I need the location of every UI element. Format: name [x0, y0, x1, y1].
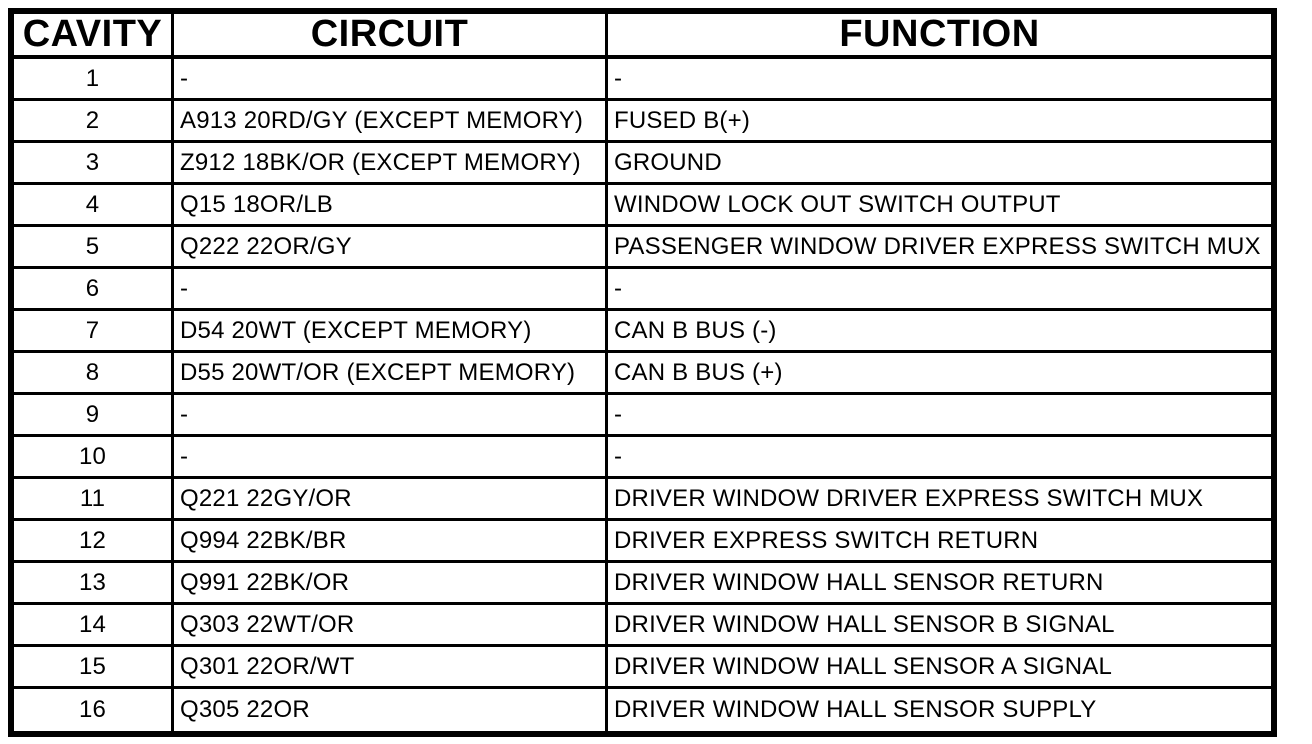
function-cell: CAN B BUS (+): [608, 353, 1271, 395]
circuit-cell: Q301 22OR/WT: [174, 647, 608, 689]
function-cell: DRIVER WINDOW HALL SENSOR A SIGNAL: [608, 647, 1271, 689]
function-cell: -: [608, 59, 1271, 101]
function-cell: WINDOW LOCK OUT SWITCH OUTPUT: [608, 185, 1271, 227]
cavity-cell: 1: [14, 59, 174, 101]
circuit-cell: -: [174, 59, 608, 101]
circuit-cell: Q222 22OR/GY: [174, 227, 608, 269]
function-cell: -: [608, 269, 1271, 311]
cavity-cell: 4: [14, 185, 174, 227]
function-cell: CAN B BUS (-): [608, 311, 1271, 353]
circuit-cell: Z912 18BK/OR (EXCEPT MEMORY): [174, 143, 608, 185]
circuit-cell: -: [174, 395, 608, 437]
cavity-cell: 16: [14, 689, 174, 731]
function-cell: DRIVER EXPRESS SWITCH RETURN: [608, 521, 1271, 563]
circuit-cell: Q991 22BK/OR: [174, 563, 608, 605]
function-cell: -: [608, 437, 1271, 479]
header-cavity: CAVITY: [14, 14, 174, 59]
circuit-cell: Q221 22GY/OR: [174, 479, 608, 521]
function-cell: DRIVER WINDOW DRIVER EXPRESS SWITCH MUX: [608, 479, 1271, 521]
cavity-cell: 2: [14, 101, 174, 143]
cavity-cell: 3: [14, 143, 174, 185]
cavity-cell: 8: [14, 353, 174, 395]
circuit-cell: -: [174, 437, 608, 479]
circuit-cell: D54 20WT (EXCEPT MEMORY): [174, 311, 608, 353]
function-cell: DRIVER WINDOW HALL SENSOR SUPPLY: [608, 689, 1271, 731]
cavity-cell: 11: [14, 479, 174, 521]
circuit-cell: Q15 18OR/LB: [174, 185, 608, 227]
cavity-cell: 12: [14, 521, 174, 563]
circuit-cell: A913 20RD/GY (EXCEPT MEMORY): [174, 101, 608, 143]
function-cell: DRIVER WINDOW HALL SENSOR RETURN: [608, 563, 1271, 605]
function-cell: DRIVER WINDOW HALL SENSOR B SIGNAL: [608, 605, 1271, 647]
cavity-cell: 7: [14, 311, 174, 353]
circuit-cell: Q994 22BK/BR: [174, 521, 608, 563]
circuit-cell: Q303 22WT/OR: [174, 605, 608, 647]
header-circuit: CIRCUIT: [174, 14, 608, 59]
cavity-cell: 10: [14, 437, 174, 479]
circuit-cell: -: [174, 269, 608, 311]
cavity-cell: 6: [14, 269, 174, 311]
cavity-cell: 9: [14, 395, 174, 437]
circuit-cell: Q305 22OR: [174, 689, 608, 731]
header-function: FUNCTION: [608, 14, 1271, 59]
cavity-cell: 13: [14, 563, 174, 605]
function-cell: -: [608, 395, 1271, 437]
cavity-cell: 5: [14, 227, 174, 269]
function-cell: GROUND: [608, 143, 1271, 185]
cavity-cell: 14: [14, 605, 174, 647]
function-cell: PASSENGER WINDOW DRIVER EXPRESS SWITCH M…: [608, 227, 1271, 269]
circuit-cell: D55 20WT/OR (EXCEPT MEMORY): [174, 353, 608, 395]
function-cell: FUSED B(+): [608, 101, 1271, 143]
cavity-cell: 15: [14, 647, 174, 689]
